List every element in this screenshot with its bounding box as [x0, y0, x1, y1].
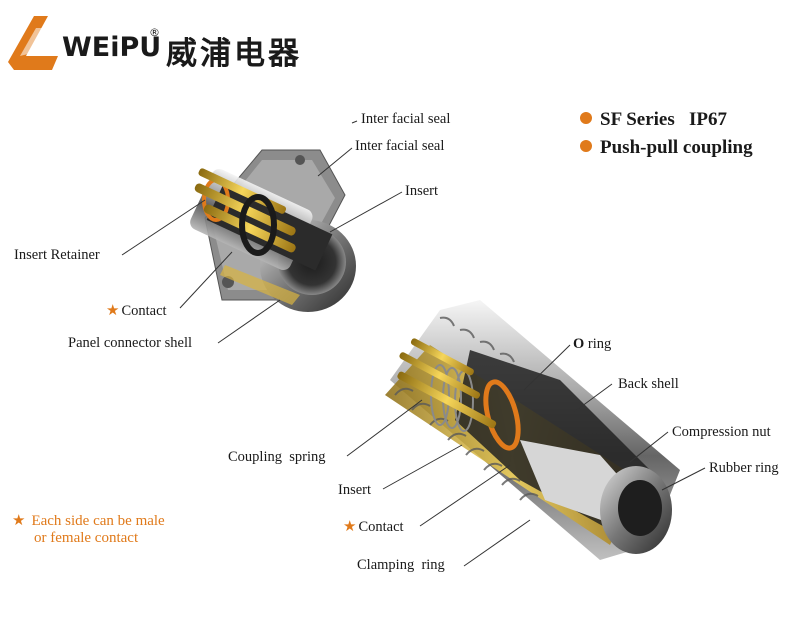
feature-label: SF Series IP67: [600, 109, 728, 130]
contact-gender-note: ★ Each side can be male or female contact: [12, 512, 165, 547]
label-o-ring-bold: O: [573, 336, 585, 352]
orange-bullet-icon: [580, 112, 592, 124]
label-back-shell: Back shell: [618, 376, 679, 392]
weipu-emblem-icon: [8, 16, 58, 70]
label-rubber-ring: Rubber ring: [709, 460, 779, 476]
orange-star-icon: ★: [106, 301, 120, 319]
note-line-2: or female contact: [34, 530, 139, 546]
label-interfacial-seal-2: Inter facial seal: [355, 138, 445, 154]
label-plug-contact-text: Contact: [358, 519, 404, 535]
label-panel-contact-text: Contact: [121, 303, 167, 319]
orange-star-icon: ★: [343, 517, 357, 535]
label-panel-insert: Insert: [405, 183, 439, 199]
label-plug-contact: ★Contact: [343, 518, 404, 535]
panel-connector-drawing: [190, 149, 356, 312]
label-panel-contact: ★Contact: [106, 302, 167, 319]
label-o-ring-rest: ring: [584, 336, 612, 352]
leader-lines: [121, 120, 706, 567]
note-line-1: Each side can be male: [31, 513, 165, 529]
feature-push-pull: Push-pull coupling: [580, 137, 753, 159]
label-compression-nut: Compression nut: [672, 424, 771, 440]
plug-connector-drawing: [385, 300, 680, 560]
label-interfacial-seal-1: Inter facial seal: [361, 111, 451, 127]
label-clamping-ring: Clamping ring: [357, 557, 445, 573]
feature-label: Push-pull coupling: [600, 137, 753, 158]
feature-sf-series: SF Series IP67: [580, 109, 727, 131]
label-plug-insert: Insert: [338, 482, 372, 498]
brand-logo: WEiPU ® 威浦电器: [6, 6, 336, 86]
orange-star-icon: ★: [12, 511, 26, 529]
brand-name: WEiPU: [62, 32, 162, 63]
label-coupling-spring: Coupling spring: [228, 449, 326, 465]
label-panel-shell: Panel connector shell: [68, 335, 193, 351]
brand-chinese-name: 威浦电器: [166, 36, 302, 72]
label-o-ring: O ring: [573, 336, 611, 352]
registered-mark: ®: [149, 26, 160, 39]
orange-bullet-icon: [580, 140, 592, 152]
label-insert-retainer: Insert Retainer: [14, 247, 100, 263]
